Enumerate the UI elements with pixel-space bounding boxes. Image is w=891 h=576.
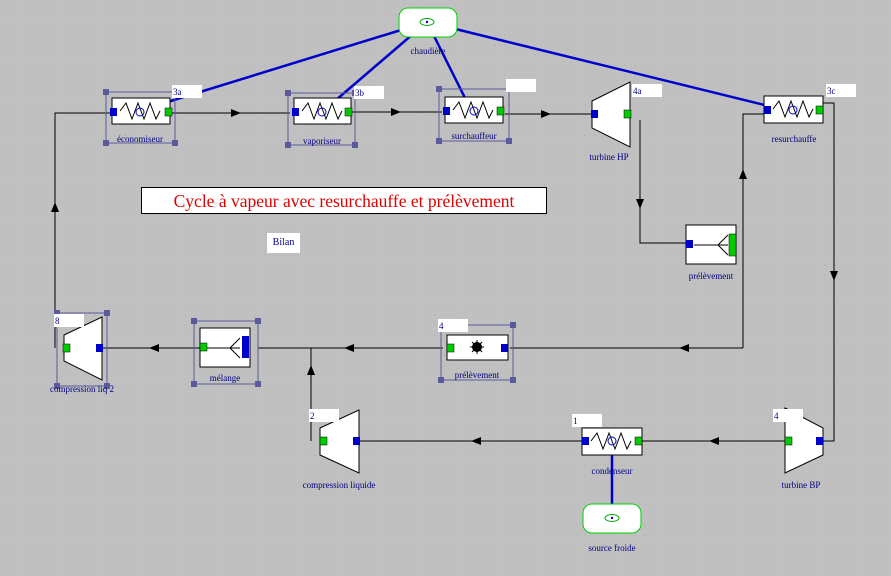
label-turbine-hp: turbine HP: [589, 152, 629, 162]
point-box-surch: [506, 79, 536, 92]
point-box-3c: [826, 84, 856, 97]
label-resurchauffe: resurchauffe: [771, 134, 817, 144]
label-prelevement-2: prélèvement: [454, 370, 500, 380]
compression-liq-2-pump[interactable]: [54, 310, 110, 389]
condenseur-exchanger[interactable]: [581, 427, 643, 456]
point-label-8: 8: [55, 316, 60, 326]
point-box-1: [572, 414, 602, 427]
label-prelevement-1: prélèvement: [688, 271, 734, 281]
label-vaporiseur: vaporiseur: [303, 136, 341, 146]
point-box-4b: [438, 319, 468, 332]
label-compression-liq-2: compression liq 2: [50, 384, 114, 394]
label-surchauffeur: surchauffeur: [451, 131, 497, 141]
point-box-8: [54, 314, 84, 327]
point-box-3b: [354, 86, 384, 99]
label-melange: mélange: [209, 373, 241, 383]
point-box-4: [773, 409, 803, 422]
point-box-3a: [172, 85, 202, 98]
label-source-froide: source froide: [588, 543, 636, 553]
diagram-title: Cycle à vapeur avec resurchauffe et prél…: [141, 187, 547, 214]
prelevement-valve-2[interactable]: [438, 322, 516, 383]
label-condenseur: condenseur: [591, 466, 633, 476]
turbine-hp[interactable]: [591, 81, 632, 148]
vaporiseur-exchanger[interactable]: [285, 90, 358, 148]
point-box-4a: [632, 84, 662, 97]
point-box-2: [309, 409, 339, 422]
point-label-4b: 4: [439, 321, 444, 331]
point-label-2: 2: [310, 411, 315, 421]
label-economiseur: économiseur: [117, 134, 163, 144]
point-label-4: 4: [774, 411, 779, 421]
flow-prelev-resurch: [742, 113, 764, 348]
turbine-bp[interactable]: [784, 407, 824, 474]
point-label-3c: 3c: [827, 86, 836, 96]
surchauffeur-exchanger[interactable]: [436, 86, 512, 144]
label-compression-liquide: compression liquide: [302, 480, 376, 490]
compression-liquide-pump[interactable]: [319, 409, 360, 474]
prelevement-splitter-1[interactable]: [685, 224, 737, 265]
source-froide-sink[interactable]: [582, 503, 642, 534]
label-turbine-bp: turbine BP: [781, 480, 821, 490]
point-label-3a: 3a: [173, 87, 182, 97]
bilan-button[interactable]: Bilan: [267, 233, 300, 253]
resurchauffe-exchanger[interactable]: [763, 95, 824, 124]
flow-lines: [51, 102, 838, 445]
melange-mixer[interactable]: [191, 318, 261, 387]
point-label-4a: 4a: [633, 86, 642, 96]
label-chaudiere: chaudière: [410, 46, 446, 56]
point-label-3b: 3b: [355, 88, 364, 98]
point-label-1: 1: [573, 416, 578, 426]
chaudiere-source[interactable]: [398, 7, 458, 38]
